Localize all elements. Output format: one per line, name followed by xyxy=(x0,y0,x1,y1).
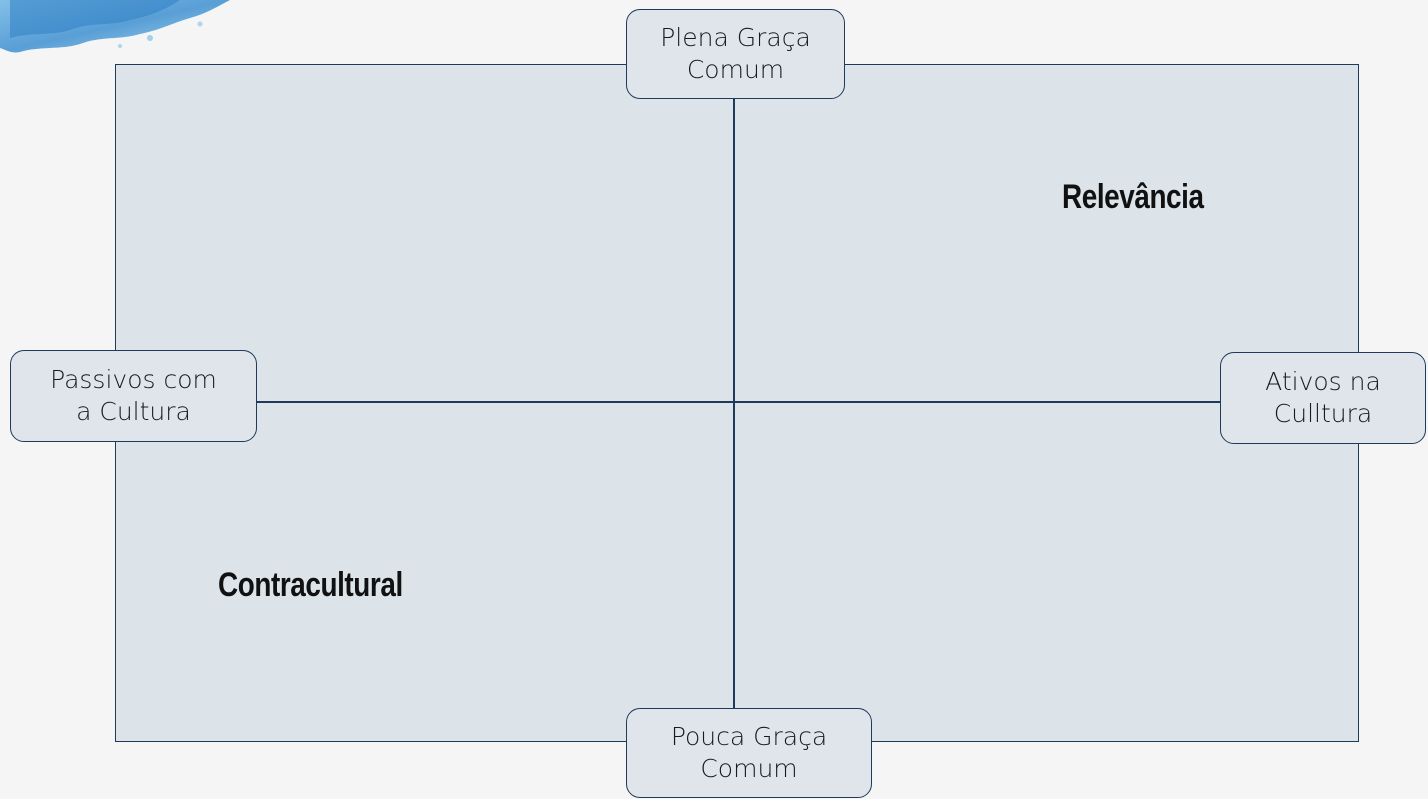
axis-node-bottom: Pouca Graça Comum xyxy=(626,708,872,798)
quadrant-label-contracultural: Contracultural xyxy=(218,566,403,604)
watercolor-splash-decoration xyxy=(0,0,230,53)
quadrant-frame xyxy=(115,64,1359,742)
axis-node-left: Passivos com a Cultura xyxy=(10,350,257,442)
vertical-axis xyxy=(733,94,735,714)
axis-node-right: Ativos na Culltura xyxy=(1220,352,1426,444)
quadrant-label-relevancia: Relevância xyxy=(1062,178,1204,216)
axis-node-top: Plena Graça Comum xyxy=(626,9,845,99)
horizontal-axis xyxy=(255,401,1221,403)
